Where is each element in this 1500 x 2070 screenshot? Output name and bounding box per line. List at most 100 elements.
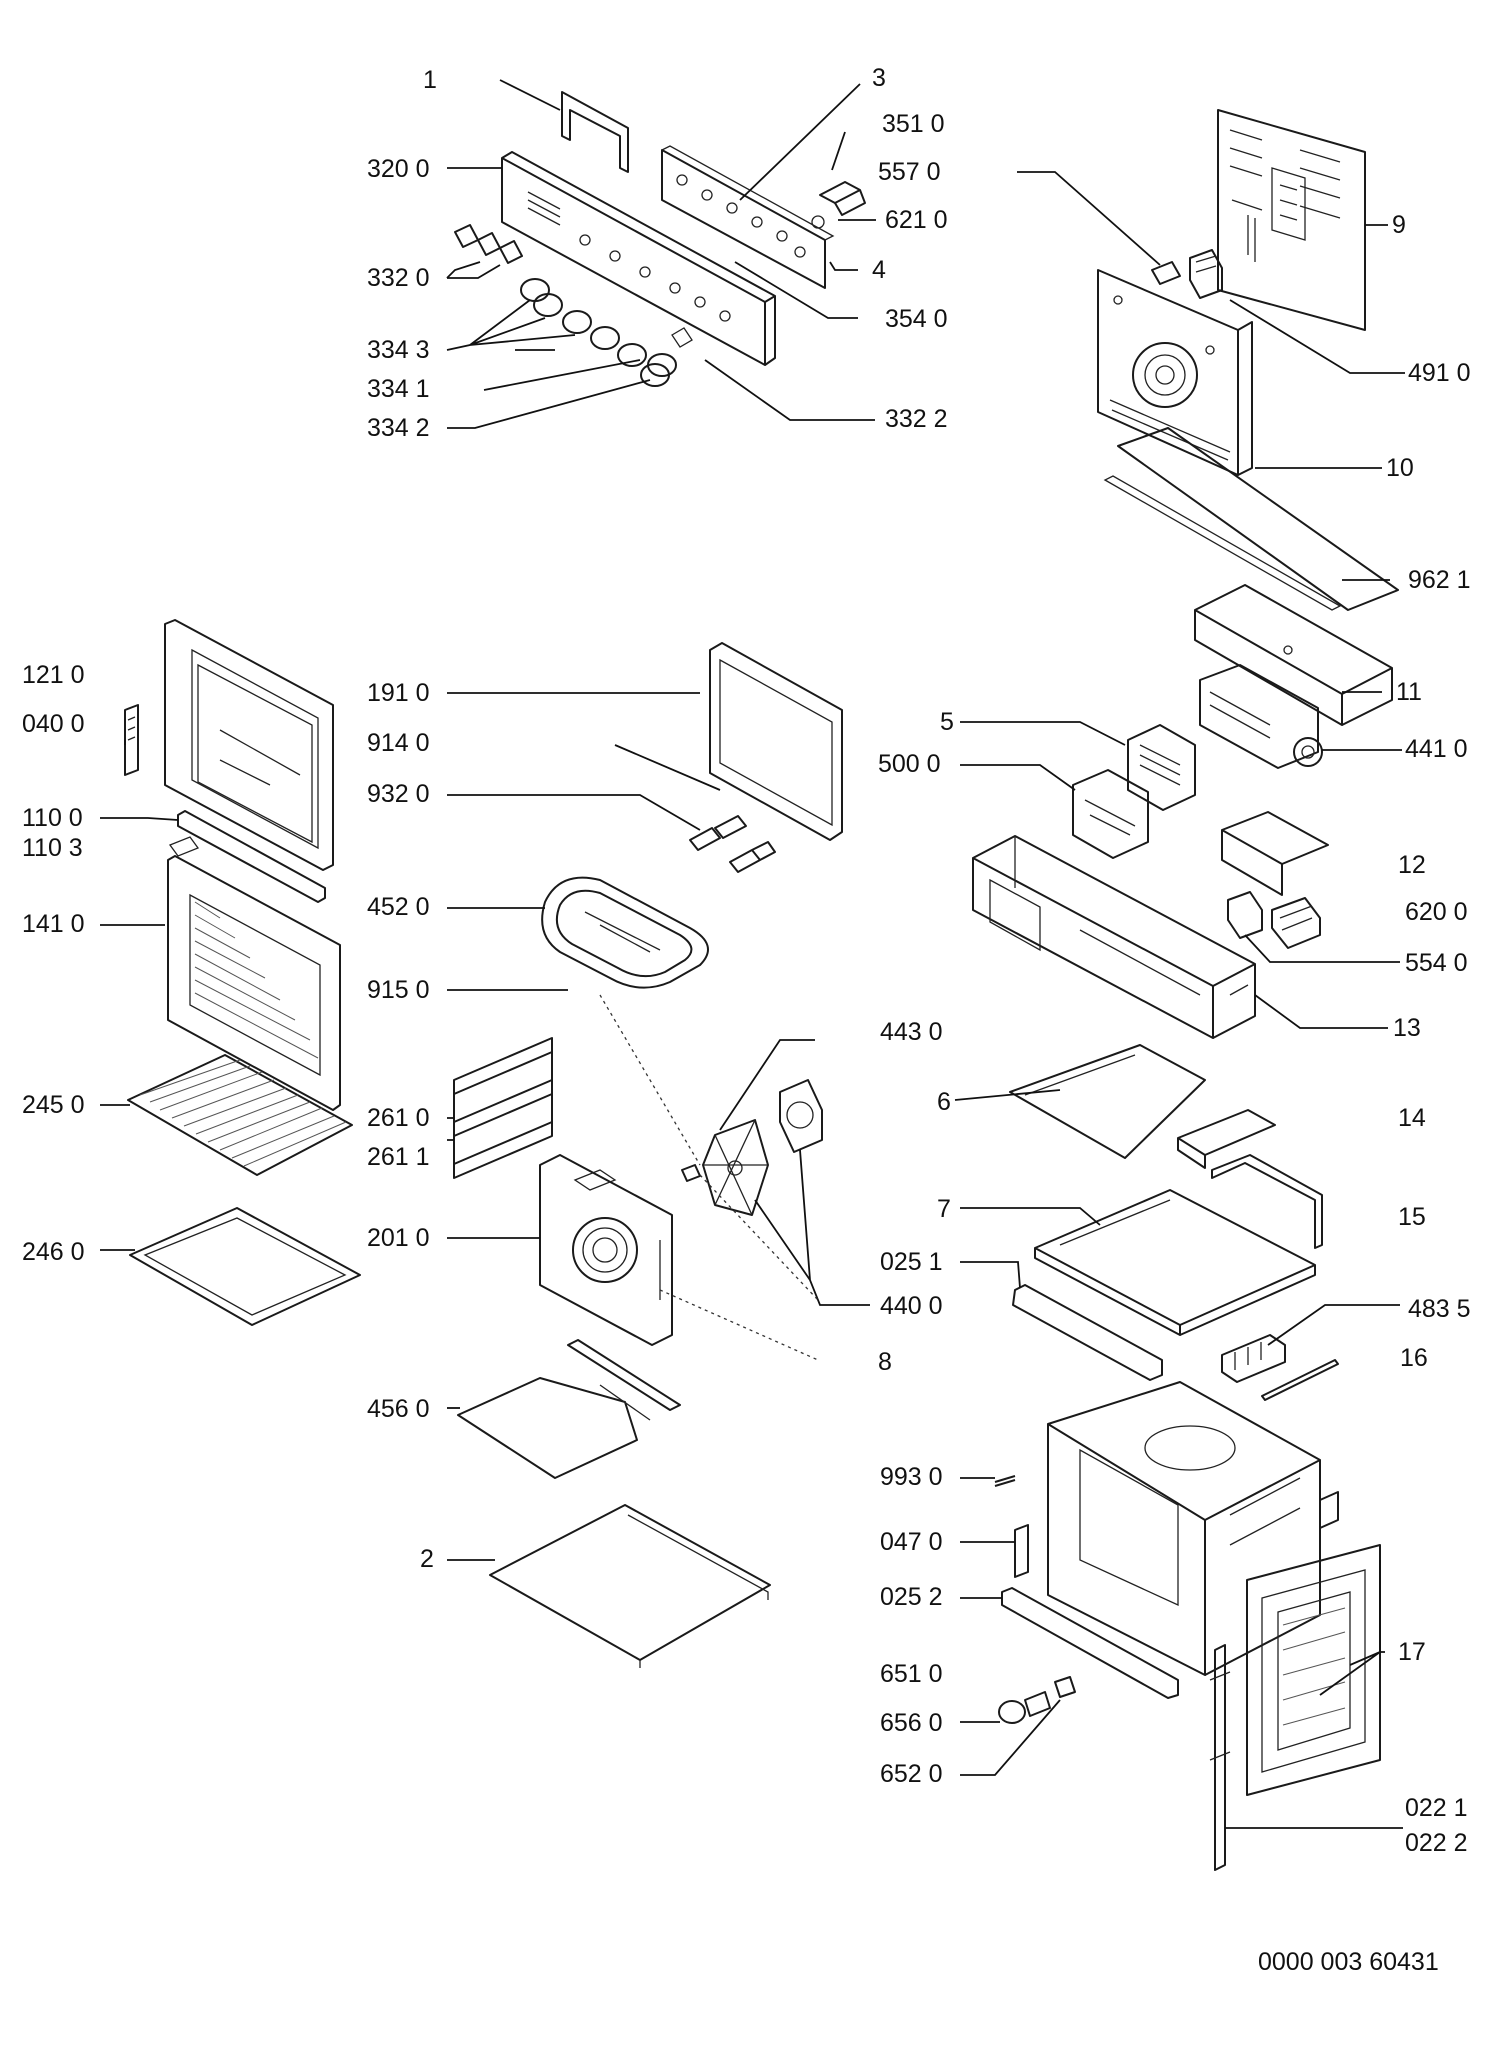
- label-3: 3: [872, 64, 886, 92]
- knob-group: [454, 224, 693, 387]
- label-620-0: 620 0: [1405, 898, 1468, 926]
- label-8: 8: [878, 1348, 892, 1376]
- label-993-0: 993 0: [880, 1463, 943, 1491]
- label-441-0: 441 0: [1405, 735, 1468, 763]
- outer-door-141: [167, 836, 341, 1111]
- tray-246: [129, 1207, 361, 1326]
- label-261-0: 261 0: [367, 1104, 430, 1132]
- label-652-0: 652 0: [880, 1760, 943, 1788]
- label-332-0: 332 0: [367, 264, 430, 292]
- label-13: 13: [1393, 1014, 1421, 1042]
- label-456-0: 456 0: [367, 1395, 430, 1423]
- relay-500: [1072, 769, 1149, 859]
- heating-element-452: [541, 876, 709, 989]
- fan-motor-443: [779, 1079, 823, 1153]
- control-panel-320: [501, 151, 776, 366]
- label-483-5: 483 5: [1408, 1295, 1471, 1323]
- label-7: 7: [937, 1195, 951, 1223]
- label-914-0: 914 0: [367, 729, 430, 757]
- label-040-0: 040 0: [22, 710, 85, 738]
- label-10: 10: [1386, 454, 1414, 482]
- glass-191: [709, 642, 843, 841]
- label-557-0: 557 0: [878, 158, 941, 186]
- label-141-0: 141 0: [22, 910, 85, 938]
- element-456: [457, 1339, 681, 1479]
- label-2: 2: [420, 1545, 434, 1573]
- label-500-0: 500 0: [878, 750, 941, 778]
- clip-047: [1014, 1524, 1029, 1578]
- label-4: 4: [872, 256, 886, 284]
- switch-351: [811, 181, 866, 229]
- label-246-0: 246 0: [22, 1238, 85, 1266]
- label-440-0: 440 0: [880, 1292, 943, 1320]
- label-656-0: 656 0: [880, 1709, 943, 1737]
- cover-12: [1221, 811, 1329, 896]
- inner-door-glass: [164, 619, 334, 871]
- label-9: 9: [1392, 211, 1406, 239]
- plate-14: [1177, 1109, 1276, 1169]
- label-334-3: 334 3: [367, 336, 430, 364]
- module-5: [1127, 724, 1196, 811]
- label-047-0: 047 0: [880, 1528, 943, 1556]
- label-16: 16: [1400, 1344, 1428, 1372]
- label-022-2: 022 2: [1405, 1829, 1468, 1857]
- handle-040: [124, 704, 139, 776]
- plate-6: [1009, 1044, 1206, 1159]
- label-11: 11: [1396, 678, 1422, 706]
- label-5: 5: [940, 708, 954, 736]
- label-354-0: 354 0: [885, 305, 948, 333]
- label-110-3: 110 3: [22, 834, 83, 862]
- rail-025-1: [1012, 1284, 1163, 1381]
- label-14: 14: [1398, 1104, 1426, 1132]
- label-245-0: 245 0: [22, 1091, 85, 1119]
- label-320-0: 320 0: [367, 155, 430, 183]
- label-491-0: 491 0: [1408, 359, 1471, 387]
- fan-plate-201: [539, 1154, 673, 1346]
- label-351-0: 351 0: [882, 110, 945, 138]
- rear-plate-10: [1097, 269, 1253, 476]
- back-panel-9: [1217, 109, 1366, 331]
- label-554-0: 554 0: [1405, 949, 1468, 977]
- terminal-block-483: [1221, 1334, 1286, 1383]
- thermostat-557: [1151, 261, 1181, 285]
- label-452-0: 452 0: [367, 893, 430, 921]
- label-443-0: 443 0: [880, 1018, 943, 1046]
- trim-110: [177, 810, 326, 903]
- label-932-0: 932 0: [367, 780, 430, 808]
- bracket-part-1: [561, 91, 629, 173]
- door-17: [1246, 1544, 1381, 1796]
- label-621-0: 621 0: [885, 206, 948, 234]
- label-191-0: 191 0: [367, 679, 430, 707]
- label-17: 17: [1398, 1638, 1426, 1666]
- seal-962: [1103, 427, 1399, 611]
- rail-025-2: [1001, 1587, 1179, 1699]
- fan-blade-440: [702, 1119, 769, 1216]
- element-16: [1261, 1359, 1339, 1401]
- base-7: [1034, 1189, 1316, 1336]
- terminal-491: [1189, 249, 1223, 299]
- label-022-1: 022 1: [1405, 1794, 1468, 1822]
- switch-620-554: [1227, 891, 1321, 949]
- label-962-1: 962 1: [1408, 566, 1471, 594]
- label-6: 6: [937, 1088, 951, 1116]
- bottom-panel-2: [489, 1504, 771, 1668]
- leader-lines: [100, 79, 1405, 1829]
- fascia-part-3: [661, 145, 835, 289]
- label-334-1: 334 1: [367, 375, 430, 403]
- label-915-0: 915 0: [367, 976, 430, 1004]
- document-number: 0000 003 60431: [1258, 1948, 1439, 1976]
- cover-11: [1194, 584, 1393, 726]
- label-121-0: 121 0: [22, 661, 85, 689]
- frame-13: [972, 835, 1256, 1039]
- label-334-2: 334 2: [367, 414, 430, 442]
- label-201-0: 201 0: [367, 1224, 430, 1252]
- label-1: 1: [423, 66, 437, 94]
- label-12: 12: [1398, 851, 1426, 879]
- label-651-0: 651 0: [880, 1660, 943, 1688]
- hinge-022: [1209, 1644, 1231, 1871]
- label-15: 15: [1398, 1203, 1426, 1231]
- label-332-2: 332 2: [885, 405, 948, 433]
- shelf-guide-261: [453, 1037, 553, 1179]
- rack-245: [127, 1054, 353, 1176]
